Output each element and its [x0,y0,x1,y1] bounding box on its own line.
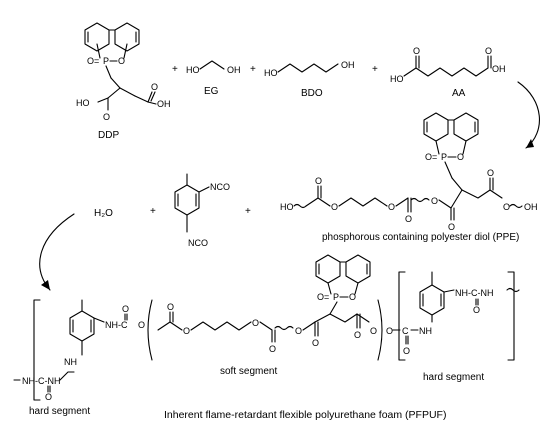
ss-o-2: O [183,326,190,336]
ppe-o-7: O [487,168,494,178]
aa-o-carbonyl: O [413,46,420,56]
ddp-o-carbonyl-2: O [151,82,158,92]
ppe-o-atom: O [457,152,464,162]
ss-p-o-atom: O [349,292,356,302]
eg-ho-atom: HO [186,65,200,75]
hs-left-nh-c-nh: NH-C-NH [22,376,61,386]
eg-structure: HO OH EG [186,60,241,97]
ss-o-7: O [354,330,361,340]
ppe-o-8: O [503,202,510,212]
ss-o-8: O [370,326,377,336]
water-label: H₂O [94,208,113,219]
ss-p-atom: P [333,292,339,302]
pfpuf-caption: Inherent flame-retardant flexible polyur… [164,409,446,421]
ddp-o-carbonyl: O [103,112,110,122]
reaction-arrow-2 [39,213,75,291]
plus-sign-2: + [250,64,256,75]
hs-right-o-ester: O [386,326,393,336]
ppe-o-4: O [405,214,412,224]
plus-sign-1: + [172,64,178,75]
plus-sign-4: + [150,206,156,217]
hs-left-nh-c: NH-C [105,320,128,330]
ppe-o-3: O [388,202,395,212]
ppe-o-6: O [448,222,455,232]
ddp-label: DDP [98,130,119,141]
hs-right-c: C [402,326,409,336]
aa-ho-atom: HO [390,74,404,84]
plus-sign-3: + [372,64,378,75]
hard-segment-label-left: hard segment [29,406,90,417]
ss-o-4: O [269,344,276,354]
bdo-structure: HO OH BDO [264,60,355,99]
hs-left-o-ester: O [138,320,145,330]
ss-o-5: O [295,326,302,336]
hs-left-o-carbonyl: O [122,304,129,314]
ppe-p-atom: P [441,152,447,162]
ddp-structure: P O O= HO O O OH DDP [76,22,171,141]
ppe-o-2: O [331,202,338,212]
bdo-oh-atom: OH [341,60,355,70]
ppe-o-1: O [315,176,322,186]
aa-label: AA [452,88,466,99]
hs-left-o-urea: O [45,392,52,402]
eg-oh-atom: OH [227,65,241,75]
tdi-nco-1: NCO [210,182,230,192]
ss-o-3: O [252,318,259,328]
hs-right-nh-c-nh: NH-C-NH [455,288,494,298]
hs-right-nh-1: NH [419,326,432,336]
ss-po-atom: O= [317,292,329,302]
reaction-arrow-1 [517,81,540,149]
hs-right-o-carbonyl: O [403,346,410,356]
ddp-o-atom: O [118,56,125,66]
ppe-label: phosphorous containing polyester diol (P… [322,232,519,243]
ppe-ho-atom: HO [280,202,294,212]
hard-segment-label-right: hard segment [423,372,484,383]
ddp-po-atom: O= [87,56,99,66]
eg-label: EG [204,86,219,97]
ppe-structure: P O O= HO O O O O O O O O OH phosphorous… [280,112,538,243]
ss-o-6: O [312,338,319,348]
ppe-o-5: O [431,196,438,206]
tdi-structure: NCO NCO [174,173,230,248]
ppe-po-atom: O= [425,152,437,162]
ss-o-1: O [167,302,174,312]
aa-structure: HO O O OH AA [390,46,506,99]
soft-segment-label: soft segment [220,366,277,377]
bdo-ho-atom: HO [264,68,278,78]
hs-right-o-urea: O [473,305,480,315]
ddp-p-atom: P [103,56,109,66]
aa-oh-atom: OH [492,64,506,74]
plus-sign-5: + [245,206,251,217]
ppe-oh-atom: OH [524,202,538,212]
pfpuf-structure: NH-C O O NH NH-C-NH O O O O O O O [13,254,520,417]
hs-left-nh: NH [64,357,77,367]
ddp-oh-atom: OH [157,99,171,109]
aa-o-carbonyl-2: O [485,46,492,56]
tdi-nco-2: NCO [188,238,208,248]
bdo-label: BDO [301,88,323,99]
ddp-ho-atom: HO [76,98,90,108]
